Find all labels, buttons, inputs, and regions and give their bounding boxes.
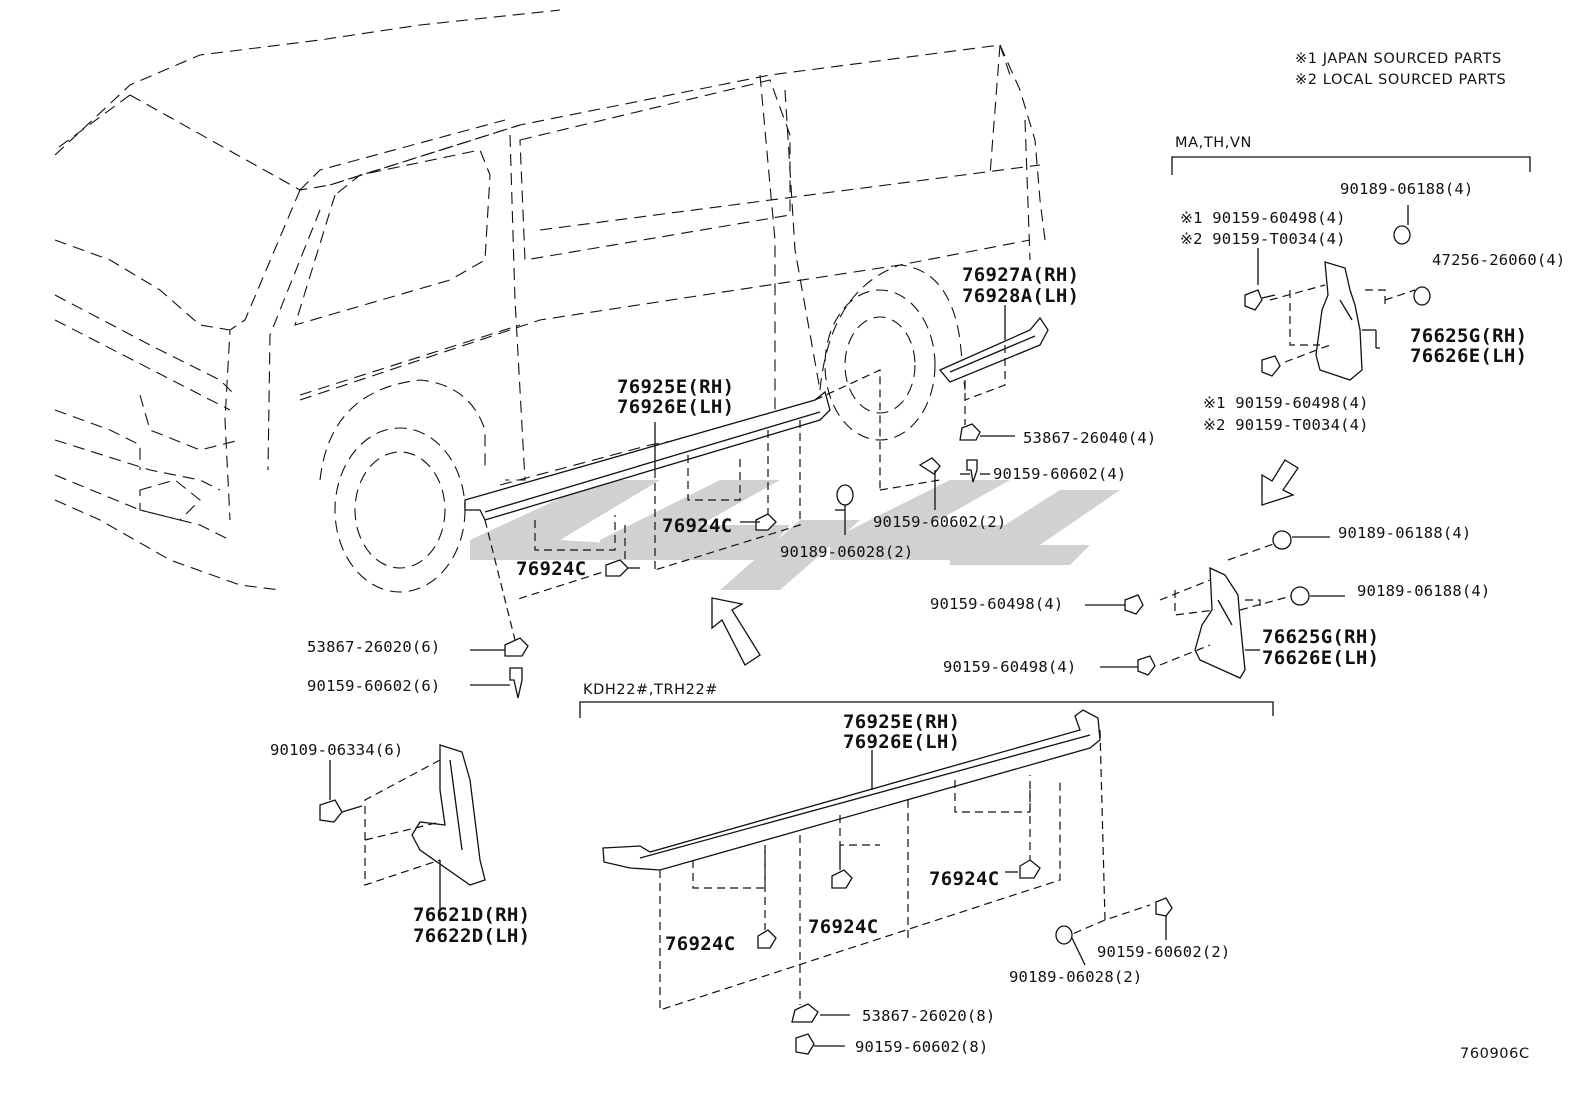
rear-step-assembly <box>938 310 1049 483</box>
clip-76924c-lower-a <box>757 929 777 949</box>
clip-76924c-lower-b <box>831 869 853 889</box>
upper-rocker-assembly <box>464 369 941 641</box>
label-76928a-lh: 76928A(LH) <box>962 285 1080 307</box>
label-76926e-lh-upper: 76926E(LH) <box>617 396 735 418</box>
label-76927a-rh: 76927A(RH) <box>962 264 1080 286</box>
screw-90159-60602-left <box>470 667 523 699</box>
label-90189-06028-2-upper: 90189-06028(2) <box>780 543 914 561</box>
front-mudflap <box>319 744 486 910</box>
label-76924c-lower-c: 76924C <box>929 868 1000 890</box>
label-76621d-rh: 76621D(RH) <box>413 904 531 926</box>
label-76625g-rh-top: 76625G(RH) <box>1410 325 1528 347</box>
note-local-sourced: ※2 LOCAL SOURCED PARTS <box>1295 72 1507 88</box>
label-76924c-upper-a: 76924C <box>516 558 587 580</box>
label-90159-60602-4: 90159-60602(4) <box>993 465 1127 483</box>
label-76625g-rh-bottom: 76625G(RH) <box>1262 626 1380 648</box>
label-90159-60498-jp-top: ※1 90159-60498(4) <box>1180 209 1346 227</box>
label-90159-60498-b: 90159-60498(4) <box>943 658 1077 676</box>
label-53867-26040: 53867-26040(4) <box>1023 429 1157 447</box>
label-90159-60498-jp-bottom: ※1 90159-60498(4) <box>1203 394 1369 412</box>
label-76926e-lh-lower: 76926E(LH) <box>843 731 961 753</box>
label-90159-60602-6: 90159-60602(6) <box>307 677 441 695</box>
clip-76924c-upper-a <box>605 559 640 577</box>
label-90159-60498-a: 90159-60498(4) <box>930 595 1064 613</box>
label-76925e-rh-upper: 76925E(RH) <box>617 376 735 398</box>
label-90159-60602-8: 90159-60602(8) <box>855 1038 989 1056</box>
label-90109-06334: 90109-06334(6) <box>270 741 404 759</box>
rear-mudflap-upper <box>1244 205 1431 381</box>
label-53867-26020-6: 53867-26020(6) <box>307 638 441 656</box>
label-76626e-lh-top: 76626E(LH) <box>1410 345 1528 367</box>
group-label-ma-th-vn: MA,TH,VN <box>1175 135 1252 151</box>
clip-53867-26020-left <box>470 637 529 657</box>
mudflap-region-bracket <box>1171 156 1531 175</box>
van-outline <box>54 9 1046 593</box>
direction-arrows <box>711 459 1299 666</box>
label-90189-06188-top: 90189-06188(4) <box>1340 180 1474 198</box>
long-step-assembly <box>602 709 1151 1011</box>
rear-mudflap-lower <box>1085 530 1345 679</box>
bolt-90159-60602-lower <box>1155 897 1173 940</box>
label-90159-60602-2-upper: 90159-60602(2) <box>873 513 1007 531</box>
label-76924c-lower-b: 76924C <box>808 916 879 938</box>
screw-90159-60602-lower <box>795 1033 845 1055</box>
bolt-90159-60602-upper <box>918 457 941 510</box>
label-90159-t0034-local-top: ※2 90159-T0034(4) <box>1180 230 1346 248</box>
fastener-90189-06028-lower <box>1055 925 1086 966</box>
group-label-kdh22: KDH22#,TRH22# <box>583 682 719 698</box>
clip-53867-26020-lower <box>791 1003 850 1023</box>
label-90189-06188-mid: 90189-06188(4) <box>1338 524 1472 542</box>
label-47256-26060: 47256-26060(4) <box>1432 251 1566 269</box>
note-japan-sourced: ※1 JAPAN SOURCED PARTS <box>1295 51 1502 67</box>
label-76925e-rh-lower: 76925E(RH) <box>843 711 961 733</box>
label-90159-60602-2-lower: 90159-60602(2) <box>1097 943 1231 961</box>
label-76622d-lh: 76622D(LH) <box>413 925 531 947</box>
label-90189-06188-low: 90189-06188(4) <box>1357 582 1491 600</box>
label-53867-26020-8: 53867-26020(8) <box>862 1007 996 1025</box>
clip-76924c-lower-c <box>1005 859 1041 879</box>
label-90159-t0034-local-bottom: ※2 90159-T0034(4) <box>1203 416 1369 434</box>
diagram-code: 760906C <box>1460 1046 1530 1062</box>
watermark-logo <box>470 480 1120 590</box>
label-76924c-upper-b: 76924C <box>662 515 733 537</box>
label-76626e-lh-bottom: 76626E(LH) <box>1262 647 1380 669</box>
clip-76924c-upper-b <box>755 513 777 531</box>
label-76924c-lower-a: 76924C <box>665 933 736 955</box>
label-90189-06028-2-lower: 90189-06028(2) <box>1009 968 1143 986</box>
leader-lines <box>740 305 1380 523</box>
long-step-bracket <box>579 701 1274 718</box>
